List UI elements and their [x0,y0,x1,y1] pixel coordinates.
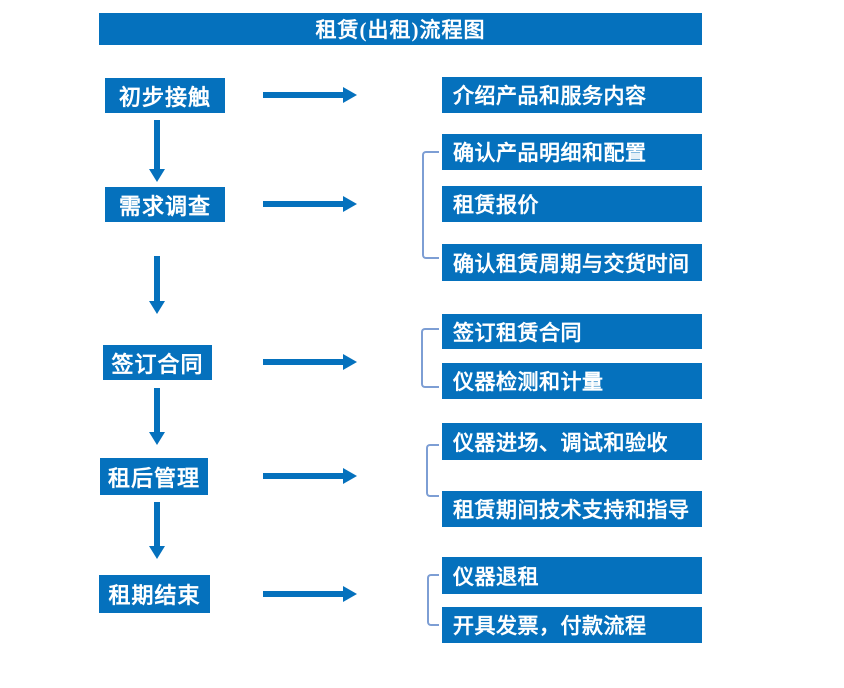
output-instrument-testing: 仪器检测和计量 [442,363,702,399]
arrow-shaft [263,201,344,207]
arrow-head [149,301,165,314]
step-box-initial-contact: 初步接触 [105,78,225,113]
arrow-head [343,87,357,103]
output-confirm-rental-period: 确认租赁周期与交货时间 [442,244,702,281]
group-bracket-icon [427,574,439,626]
arrow-shaft [263,92,344,98]
group-bracket-icon [421,328,439,388]
arrow-head [343,586,357,602]
arrow-head [149,546,165,559]
flowchart-title: 租赁(出租)流程图 [99,13,702,45]
arrow-head [343,196,357,212]
arrow-head [343,354,357,370]
output-invoice-payment: 开具发票，付款流程 [442,607,702,643]
step-box-post-rental-management: 租后管理 [100,458,208,495]
arrow-shaft [263,591,344,597]
step-box-sign-contract: 签订合同 [103,345,212,380]
step-box-demand-survey: 需求调查 [105,187,225,222]
arrow-shaft [263,473,344,479]
output-introduce-products: 介绍产品和服务内容 [442,77,702,113]
arrow-shaft [263,359,344,365]
output-confirm-product-details: 确认产品明细和配置 [442,134,702,170]
arrow-head [149,432,165,445]
arrow-head [343,468,357,484]
arrow-down-icon [149,388,165,445]
arrow-shaft [154,120,160,170]
arrow-right-icon [263,196,357,212]
output-sign-rental-contract: 签订租赁合同 [442,314,702,349]
arrow-right-icon [263,354,357,370]
arrow-shaft [154,502,160,547]
output-rental-quote: 租赁报价 [442,186,702,222]
arrow-down-icon [149,120,165,182]
arrow-shaft [154,256,160,302]
arrow-shaft [154,388,160,433]
arrow-right-icon [263,586,357,602]
output-rental-tech-support: 租赁期间技术支持和指导 [442,491,702,527]
arrow-down-icon [149,502,165,559]
arrow-right-icon [263,468,357,484]
arrow-right-icon [263,87,357,103]
output-instrument-return: 仪器退租 [442,557,702,594]
output-instrument-setup-acceptance: 仪器进场、调试和验收 [442,423,702,460]
group-bracket-icon [422,151,439,259]
group-bracket-icon [426,444,439,497]
arrow-down-icon [149,256,165,314]
step-box-rental-end: 租期结束 [99,575,210,613]
arrow-head [149,169,165,182]
